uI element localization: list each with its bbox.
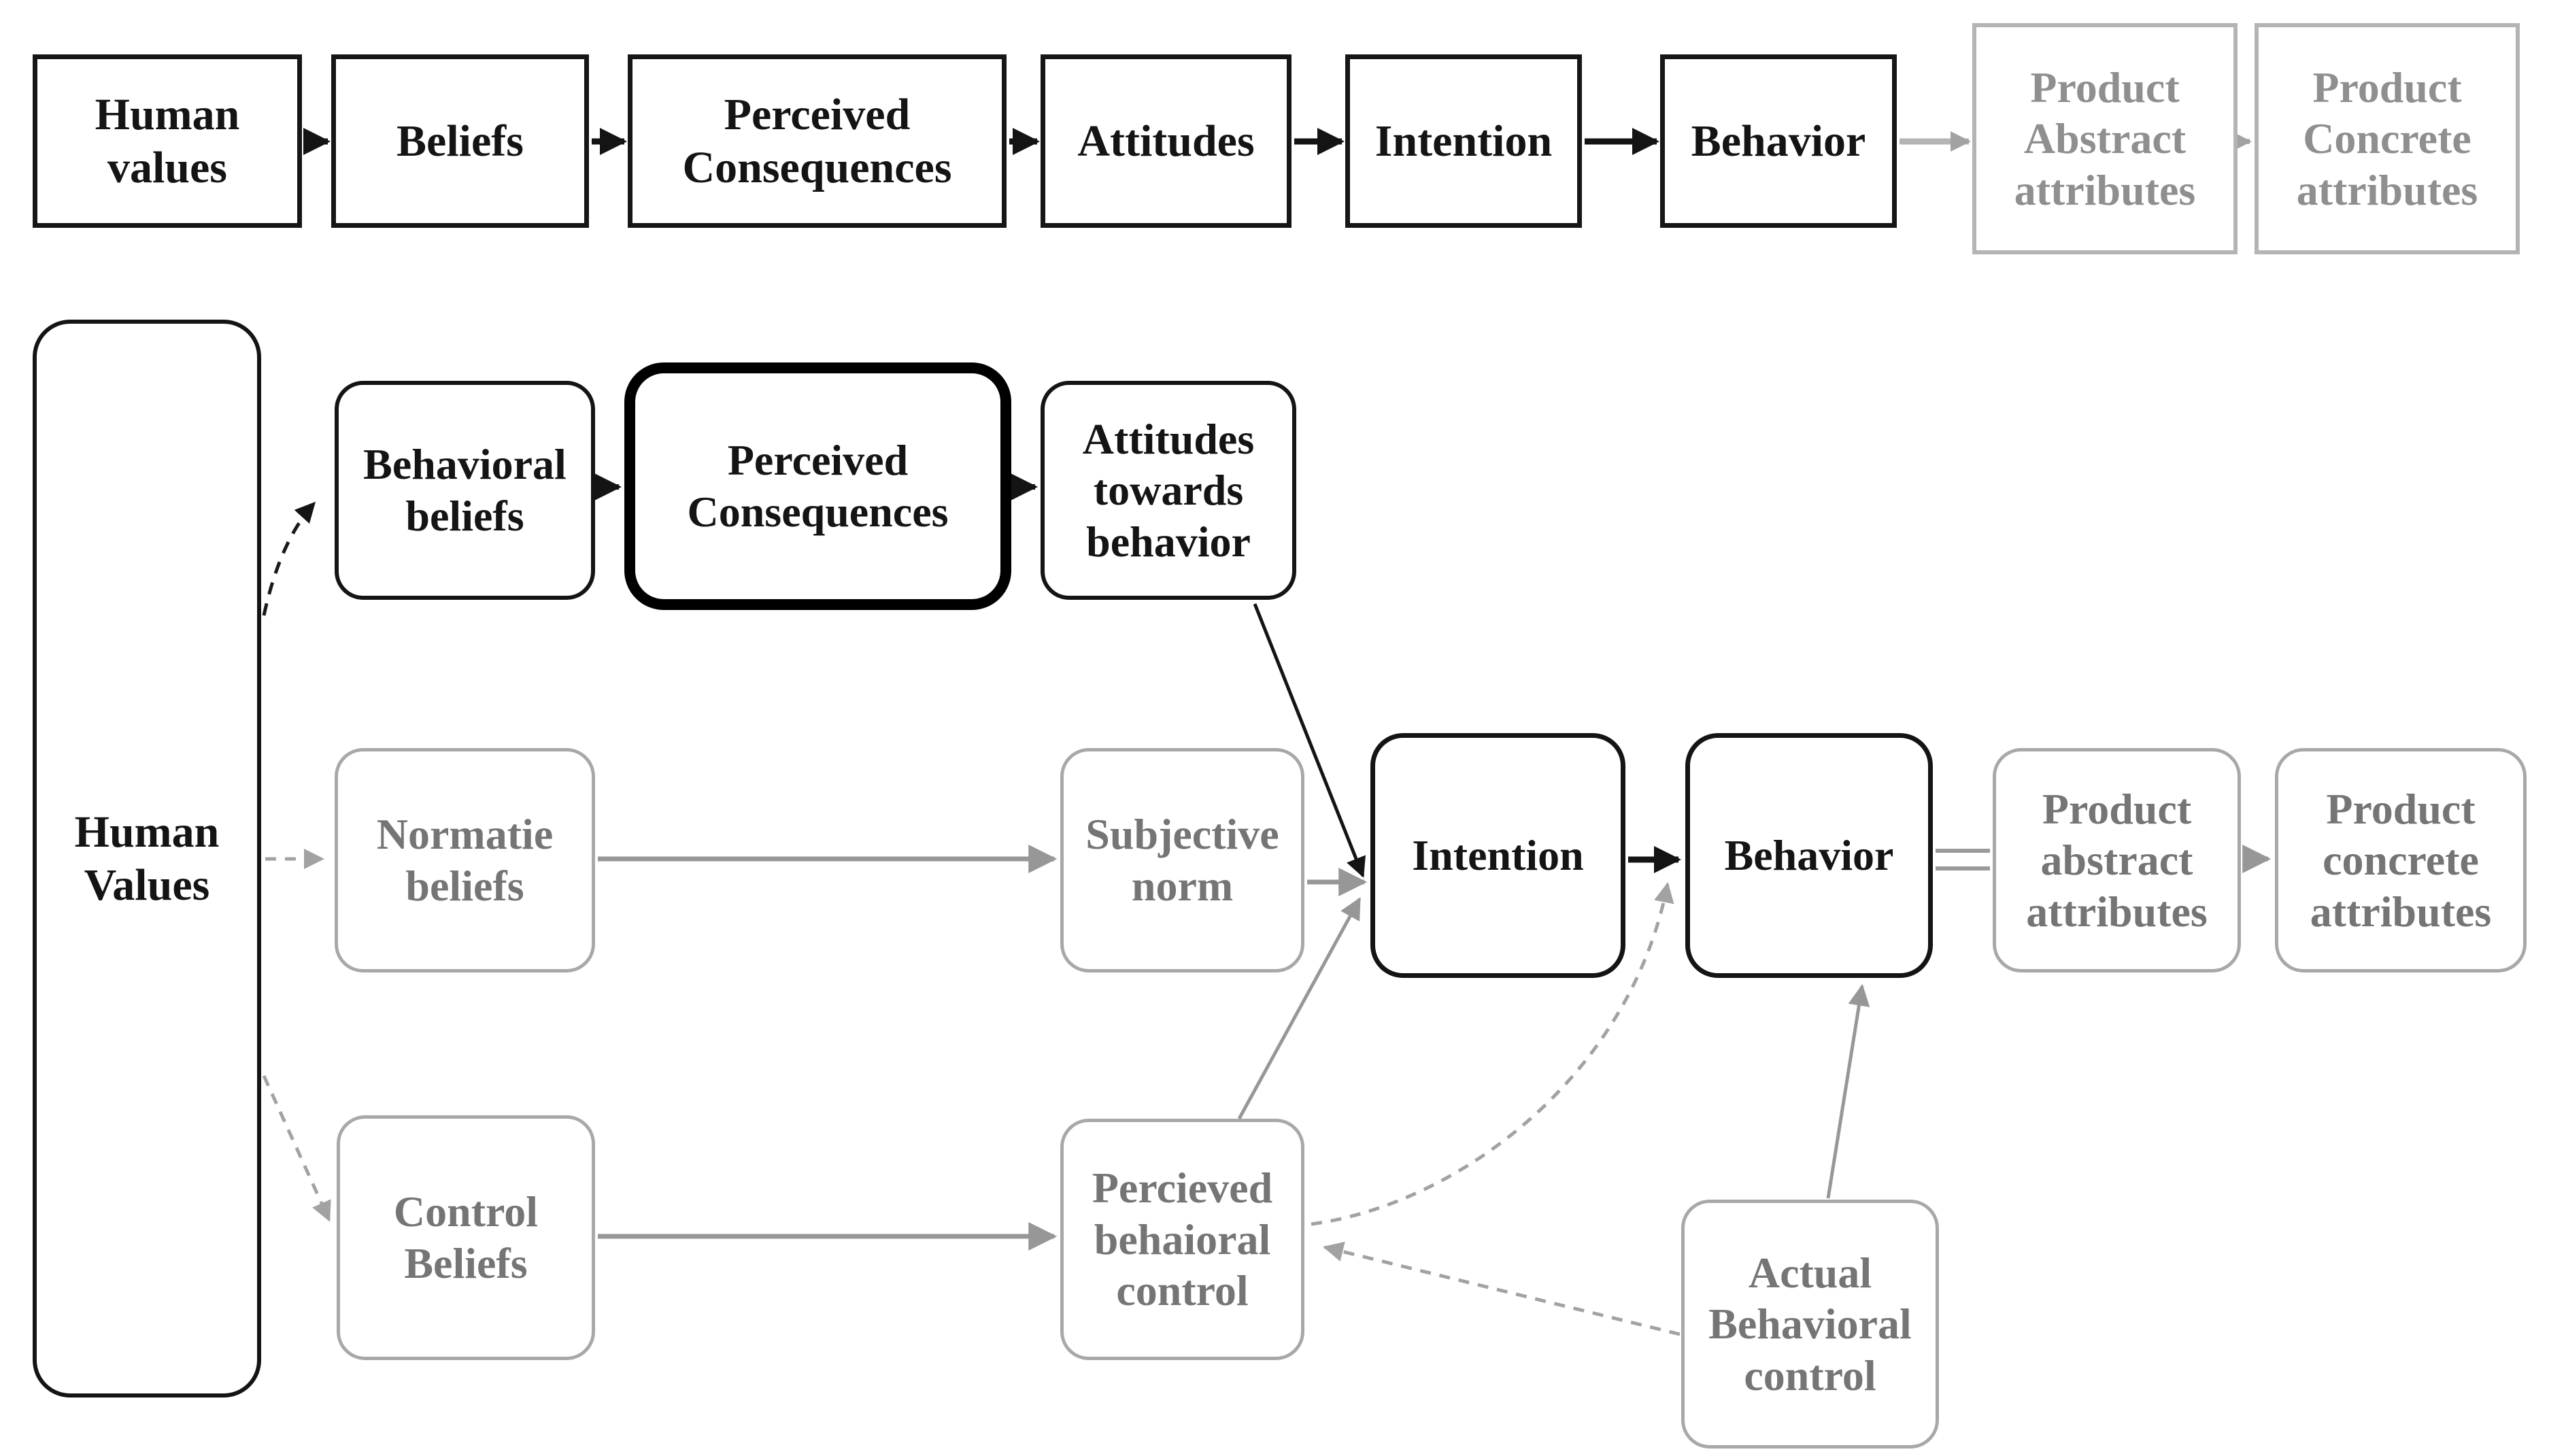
node-control-beliefs: Control Beliefs xyxy=(337,1115,595,1360)
node-label: Beliefs xyxy=(396,116,524,166)
node-actual-behavioral-control: Actual Behavioral control xyxy=(1681,1200,1939,1449)
node-label: Human values xyxy=(95,89,240,192)
node-percieved-behaioral-control: Percieved behaioral control xyxy=(1060,1119,1304,1360)
node-label: Product concrete attributes xyxy=(2310,784,2492,936)
node-attitudes-towards-behavior: Attitudes towards behavior xyxy=(1041,381,1296,600)
node-label: Normatie beliefs xyxy=(376,810,554,910)
node-label: Attitudes towards behavior xyxy=(1082,414,1255,566)
node-label: Behavioral beliefs xyxy=(363,440,567,540)
arrow-dashed-actualbehavioralcontrol-perceivedbehavioralcontrol xyxy=(1323,1241,1681,1336)
node-perceived-consequences: Perceived Consequences xyxy=(624,362,1011,610)
node-intention: Intention xyxy=(1370,733,1625,978)
node-label: Actual Behavioral control xyxy=(1708,1248,1912,1400)
node-label: Perceived Consequences xyxy=(687,436,949,536)
node-label: Perceived Consequences xyxy=(682,89,952,192)
arrow-actualbehavioralcontrol-behavior xyxy=(1826,983,1870,1199)
node-behavioral-beliefs: Behavioral beliefs xyxy=(335,381,595,600)
node-label: Product abstract attributes xyxy=(2026,784,2208,936)
node-top-attitudes: Attitudes xyxy=(1041,54,1292,228)
arrow-dashed-humanvalues-controlbeliefs xyxy=(262,1074,331,1222)
node-top-perceived-consequences: Perceived Consequences xyxy=(628,54,1007,228)
node-human-values: Human Values xyxy=(33,320,261,1398)
node-behavior: Behavior xyxy=(1685,733,1933,978)
node-normatie-beliefs: Normatie beliefs xyxy=(335,748,595,972)
arrow-dashed-humanvalues-behavioralbeliefs xyxy=(262,501,316,616)
node-top-behavior: Behavior xyxy=(1660,54,1897,228)
node-label: Attitudes xyxy=(1077,116,1255,166)
node-label: Subjective norm xyxy=(1085,810,1279,910)
node-label: Intention xyxy=(1412,831,1584,880)
node-label: Product Concrete attributes xyxy=(2296,63,2478,214)
node-label: Percieved behaioral control xyxy=(1092,1164,1273,1315)
node-label: Behavior xyxy=(1724,831,1894,880)
node-top-human-values: Human values xyxy=(33,54,302,228)
node-top-beliefs: Beliefs xyxy=(331,54,589,228)
node-label: Intention xyxy=(1374,116,1553,166)
node-top-product-concrete-attributes: Product Concrete attributes xyxy=(2255,23,2520,254)
node-product-abstract-attributes: Product abstract attributes xyxy=(1993,748,2241,972)
node-label: Product Abstract attributes xyxy=(2014,63,2196,214)
node-label: Control Beliefs xyxy=(393,1187,539,1287)
node-label: Behavior xyxy=(1691,116,1866,166)
node-top-product-abstract-attributes: Product Abstract attributes xyxy=(1972,23,2238,254)
node-product-concrete-attributes: Product concrete attributes xyxy=(2275,748,2527,972)
node-subjective-norm: Subjective norm xyxy=(1060,748,1304,972)
node-label: Human Values xyxy=(74,807,220,910)
node-top-intention: Intention xyxy=(1345,54,1582,228)
